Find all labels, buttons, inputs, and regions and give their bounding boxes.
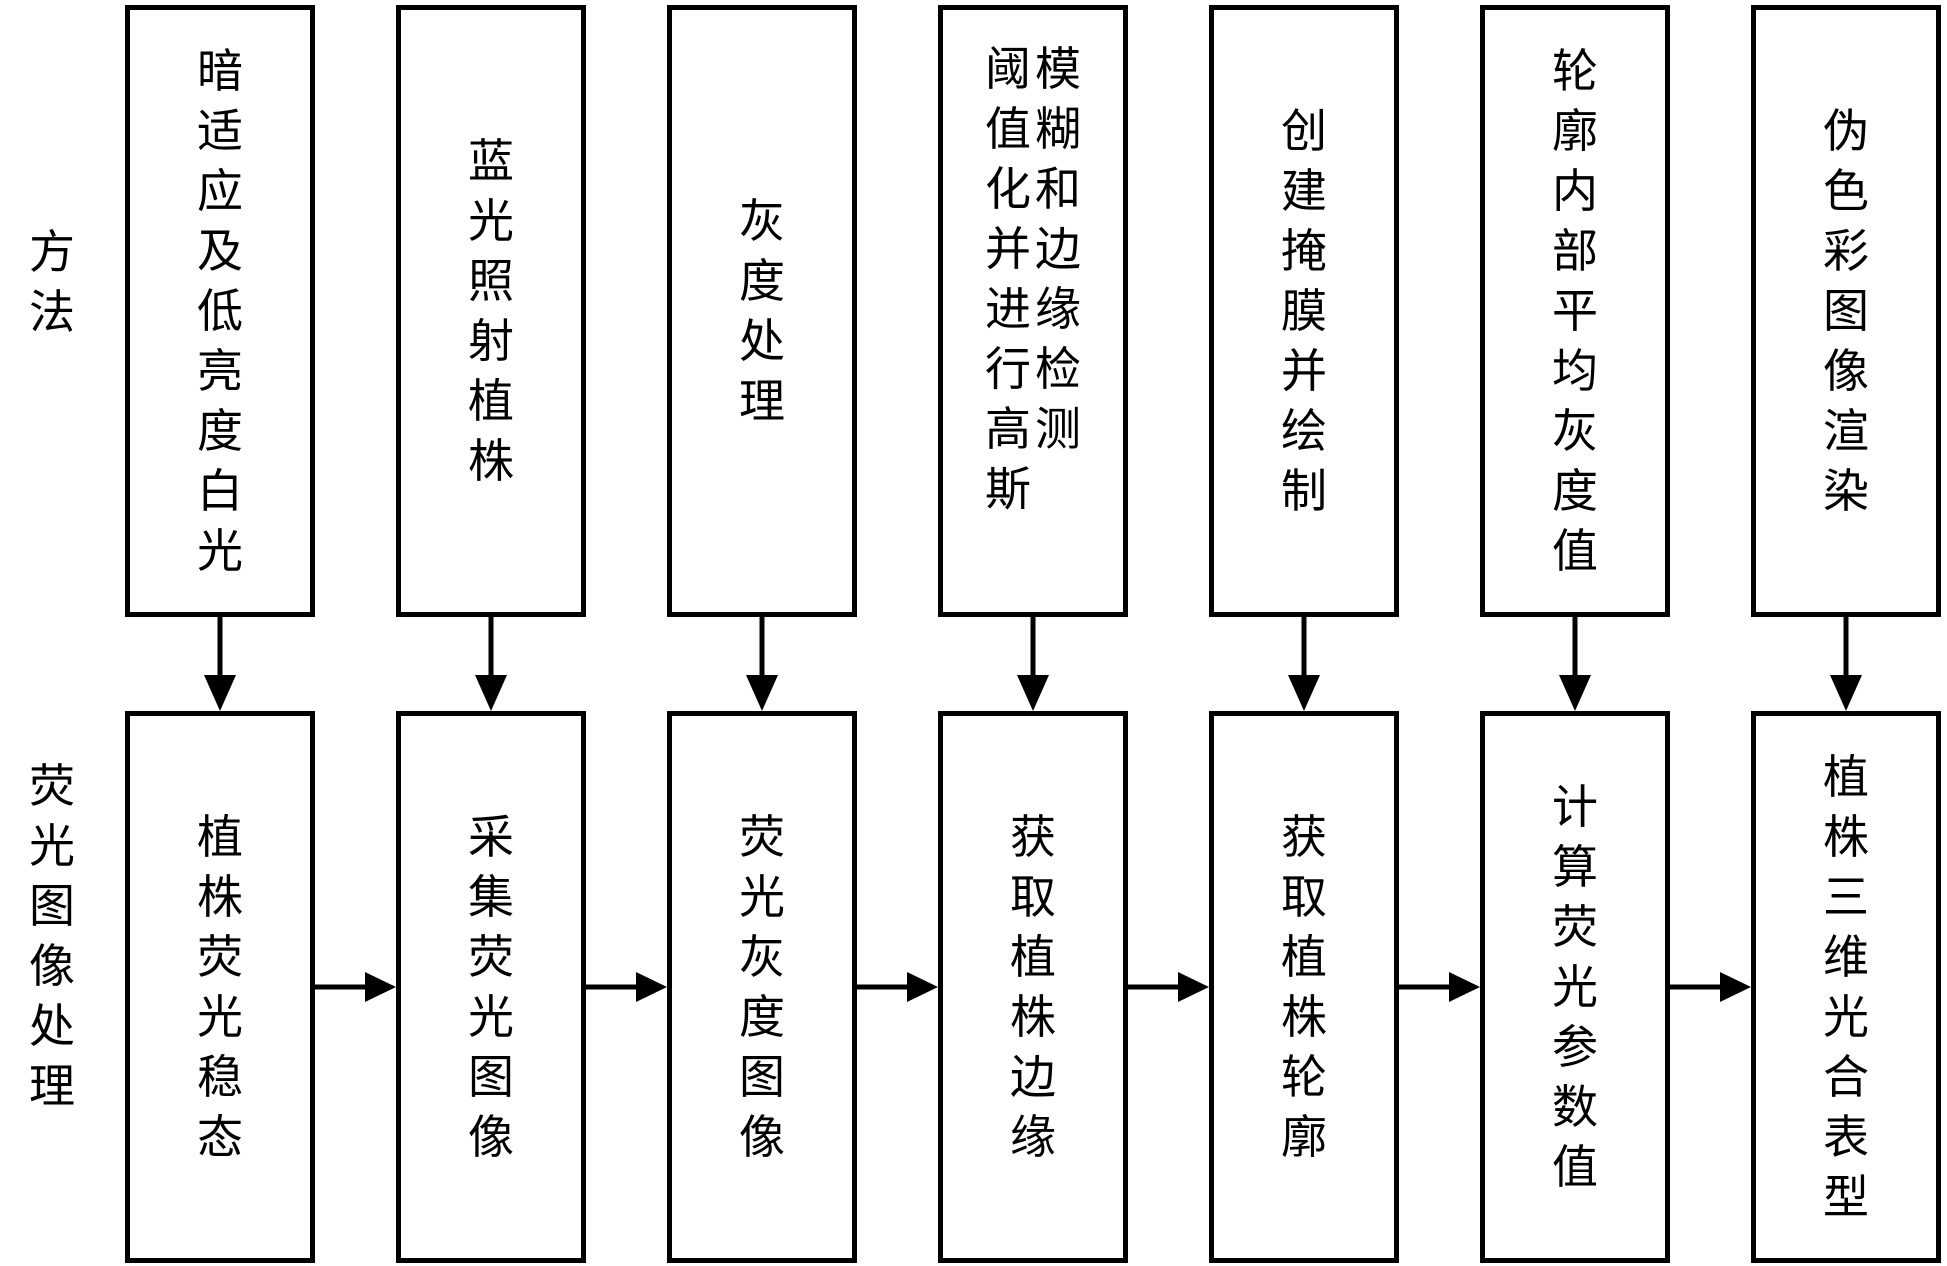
arrow-right-6	[1670, 972, 1751, 1002]
arrow-down-6	[1559, 617, 1591, 711]
result-text-6: 计算荧光参数值	[1552, 780, 1598, 1194]
result-box-4: 获取植株边缘	[938, 711, 1128, 1263]
result-box-6: 计算荧光参数值	[1480, 711, 1670, 1263]
method-box-3: 灰度处理	[667, 5, 857, 617]
row-label-processing: 荧光图像处理	[29, 759, 75, 1113]
method-text-3: 灰度处理	[739, 194, 785, 428]
result-box-5: 获取植株轮廓	[1209, 711, 1399, 1263]
arrow-down-3	[746, 617, 778, 711]
method-box-1: 暗适应及低亮度白光	[125, 5, 315, 617]
result-text-5: 获取植株轮廓	[1281, 810, 1327, 1164]
method-text-2: 蓝光照射植株	[468, 134, 514, 488]
result-box-3: 荧光灰度图像	[667, 711, 857, 1263]
arrow-down-7	[1830, 617, 1862, 711]
arrow-right-5	[1399, 972, 1480, 1002]
result-text-1: 植株荧光稳态	[197, 810, 243, 1164]
method-text-5: 创建掩膜并绘制	[1281, 104, 1327, 518]
result-box-2: 采集荧光图像	[396, 711, 586, 1263]
arrow-down-1	[204, 617, 236, 711]
row-label-method: 方法	[29, 225, 75, 339]
method-box-5: 创建掩膜并绘制	[1209, 5, 1399, 617]
method-box-2: 蓝光照射植株	[396, 5, 586, 617]
arrow-down-5	[1288, 617, 1320, 711]
arrow-right-1	[315, 972, 396, 1002]
method-text-7: 伪色彩图像渲染	[1823, 104, 1869, 518]
result-text-3: 荧光灰度图像	[739, 810, 785, 1164]
result-box-7: 植株三维光合表型	[1751, 711, 1941, 1263]
method-text-4-column-2: 模糊和边缘检测	[1035, 42, 1081, 456]
method-box-4: 阈值化并进行高斯 模糊和边缘检测	[938, 5, 1128, 617]
method-text-6: 轮廓内部平均灰度值	[1552, 44, 1598, 578]
method-box-6: 轮廓内部平均灰度值	[1480, 5, 1670, 617]
result-text-2: 采集荧光图像	[468, 810, 514, 1164]
method-box-7: 伪色彩图像渲染	[1751, 5, 1941, 617]
result-text-4: 获取植株边缘	[1010, 810, 1056, 1164]
method-text-4: 阈值化并进行高斯 模糊和边缘检测	[983, 39, 1083, 519]
result-text-7: 植株三维光合表型	[1823, 750, 1869, 1224]
method-text-4-column-1: 阈值化并进行高斯	[985, 42, 1031, 516]
arrow-right-3	[857, 972, 938, 1002]
arrow-down-2	[475, 617, 507, 711]
result-box-1: 植株荧光稳态	[125, 711, 315, 1263]
arrow-right-2	[586, 972, 667, 1002]
arrow-right-4	[1128, 972, 1209, 1002]
method-text-1: 暗适应及低亮度白光	[197, 44, 243, 578]
arrow-down-4	[1017, 617, 1049, 711]
